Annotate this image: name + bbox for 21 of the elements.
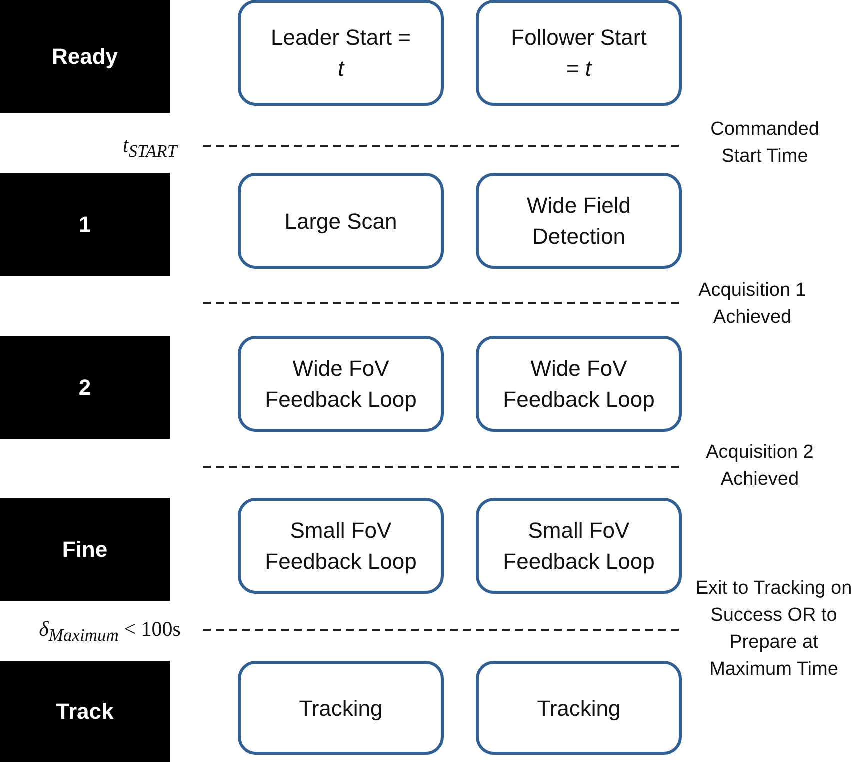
stage-block: 1 <box>0 173 170 276</box>
process-box: Large Scan <box>238 173 444 269</box>
transition-note: Exit to Tracking on Success OR to Prepare at Maximum Time <box>694 577 854 682</box>
process-box: Leader Start = t <box>238 0 444 106</box>
process-box: Wide FoV Feedback Loop <box>476 336 682 432</box>
process-box: Wide FoV Feedback Loop <box>238 336 444 432</box>
stage-block: Track <box>0 661 170 762</box>
transition-note: Acquisition 2 Achieved <box>705 441 815 492</box>
stage-block: Fine <box>0 498 170 601</box>
transition-note: Acquisition 1 Achieved <box>698 279 808 330</box>
time-label: δ$_{Maximum}$ < 100s <box>38 616 182 648</box>
stage-block: Ready <box>0 0 170 113</box>
transition-note: Commanded Start Time <box>710 118 820 169</box>
time-label: t$_{START}$ <box>122 132 180 164</box>
process-box: Small FoV Feedback Loop <box>476 498 682 594</box>
process-box: Small FoV Feedback Loop <box>238 498 444 594</box>
process-box: Wide Field Detection <box>476 173 682 269</box>
process-box: Follower Start = t <box>476 0 682 106</box>
stage-block: 2 <box>0 336 170 439</box>
process-box: Tracking <box>476 661 682 755</box>
process-box: Tracking <box>238 661 444 755</box>
